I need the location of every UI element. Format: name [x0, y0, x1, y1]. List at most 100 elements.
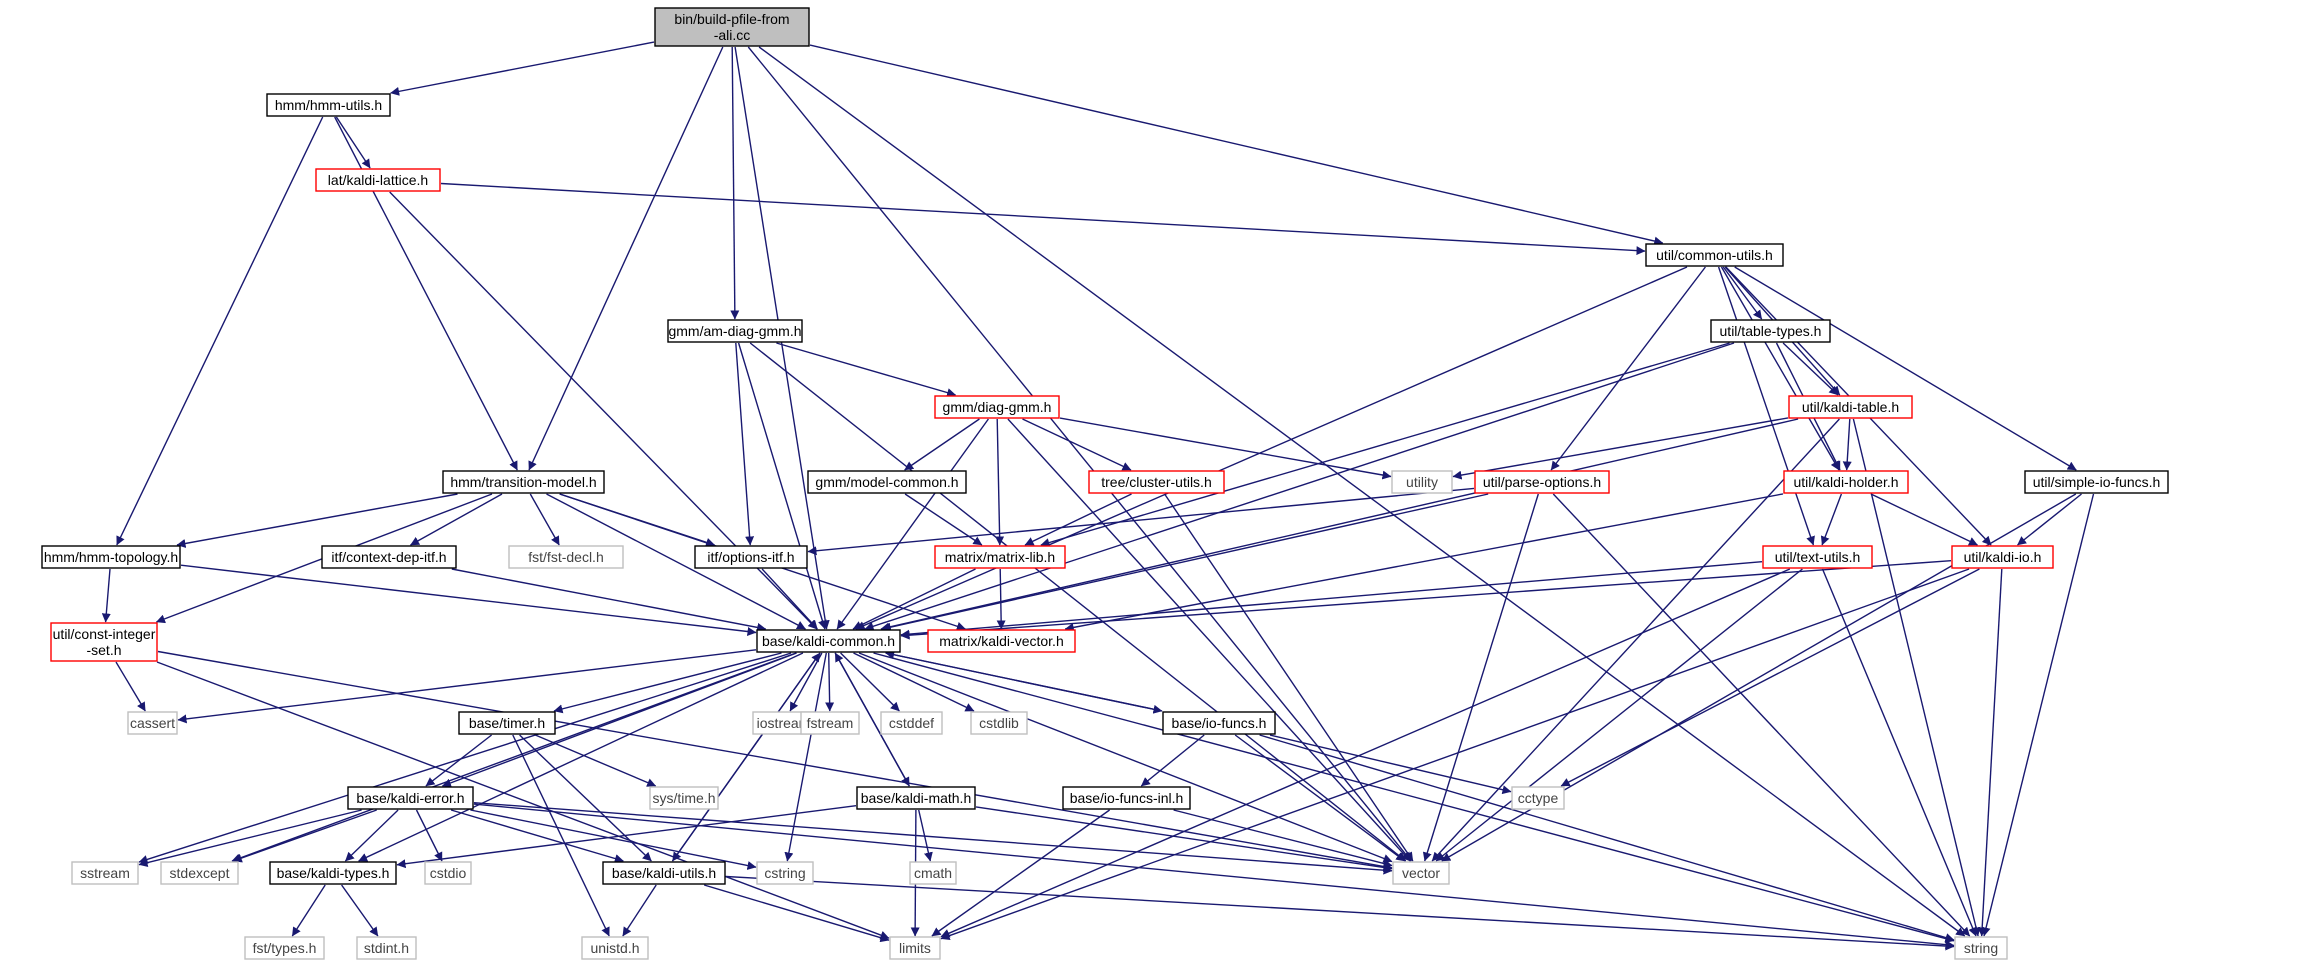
node-label: string	[1964, 940, 1998, 956]
node-label: util/kaldi-holder.h	[1793, 474, 1898, 490]
node-box	[1710, 319, 1831, 343]
node-box	[1062, 786, 1191, 810]
node-diag-gmm[interactable]: gmm/diag-gmm.h	[934, 395, 1060, 419]
node-io-funcs-inl[interactable]: base/io-funcs-inl.h	[1062, 786, 1191, 810]
edge-diag_gmm-to-vector	[1007, 418, 1411, 862]
node-hmm-topology[interactable]: hmm/hmm-topology.h	[41, 545, 181, 569]
node-label: iostream	[757, 715, 811, 731]
node-box	[581, 936, 649, 960]
edge-kaldi_holder-to-text_utils	[1820, 493, 1843, 546]
edge-kaldi_common-to-iostream	[789, 652, 823, 712]
node-cstdio: cstdio	[424, 861, 472, 885]
node-kaldi-io[interactable]: util/kaldi-io.h	[1951, 545, 2054, 569]
edge-kaldi_utils-to-string	[725, 875, 1955, 951]
edge-cluster_utils-to-vector	[1164, 493, 1414, 862]
edge-kaldi_common-to-cstddef	[840, 652, 900, 712]
node-kaldi-common[interactable]: base/kaldi-common.h	[756, 629, 901, 653]
node-box	[800, 711, 860, 735]
node-label: util/simple-io-funcs.h	[2033, 474, 2161, 490]
edge-diag_gmm-to-matrix_lib	[995, 418, 1005, 546]
node-cctype: cctype	[1511, 786, 1565, 810]
node-box	[458, 711, 556, 735]
edge-transition_model-to-context_dep_itf	[410, 493, 503, 546]
edge-text_utils-to-string	[1821, 568, 1977, 937]
node-label: cctype	[1518, 790, 1559, 806]
edge-kaldi_lattice-to-common_utils	[440, 182, 1646, 256]
edge-kaldi_common-to-fstream	[825, 652, 835, 712]
node-transition-model[interactable]: hmm/transition-model.h	[442, 470, 605, 494]
node-am-diag-gmm[interactable]: gmm/am-diag-gmm.h	[667, 319, 803, 343]
node-label: utility	[1406, 474, 1438, 490]
node-box	[1474, 470, 1610, 494]
node-table-types[interactable]: util/table-types.h	[1710, 319, 1831, 343]
edge-const_integer_set-to-vector	[157, 650, 1393, 871]
node-simple-io-funcs[interactable]: util/simple-io-funcs.h	[2024, 470, 2169, 494]
node-box	[602, 861, 726, 885]
node-label: base/kaldi-utils.h	[612, 865, 716, 881]
edge-root-to-transition_model	[528, 46, 724, 471]
edge-root-to-common_utils	[809, 44, 1664, 246]
edge-kaldi_error-to-vector	[473, 802, 1393, 875]
node-box	[508, 545, 624, 569]
edge-am_diag_gmm-to-options_itf	[735, 342, 755, 546]
node-common-utils[interactable]: util/common-utils.h	[1645, 243, 1784, 267]
node-label: cstring	[764, 865, 805, 881]
node-box	[1391, 470, 1453, 494]
edge-am_diag_gmm-to-kaldi_common	[737, 342, 827, 630]
edge-kaldi_error-to-kaldi_utils	[450, 809, 624, 863]
node-context-dep-itf[interactable]: itf/context-dep-itf.h	[321, 545, 457, 569]
node-box	[1088, 470, 1225, 494]
node-cluster-utils[interactable]: tree/cluster-utils.h	[1088, 470, 1225, 494]
node-kaldi-table[interactable]: util/kaldi-table.h	[1788, 395, 1913, 419]
node-box	[321, 545, 457, 569]
edge-parse_options-to-vector	[1422, 493, 1539, 862]
edge-root-to-string	[758, 46, 1966, 937]
node-options-itf[interactable]: itf/options-itf.h	[694, 545, 808, 569]
node-model-common[interactable]: gmm/model-common.h	[807, 470, 967, 494]
node-const-integer-set[interactable]: util/const-integer-set.h	[50, 622, 158, 662]
node-label: -set.h	[86, 642, 121, 658]
node-kaldi-error[interactable]: base/kaldi-error.h	[347, 786, 474, 810]
node-limits: limits	[889, 936, 941, 960]
node-label: util/parse-options.h	[1483, 474, 1601, 490]
node-cassert: cassert	[127, 711, 178, 735]
node-root[interactable]: bin/build-pfile-from-ali.cc	[654, 7, 810, 47]
edge-common_utils-to-kaldi_common	[855, 266, 1688, 630]
node-kaldi-vector[interactable]: matrix/kaldi-vector.h	[927, 629, 1076, 653]
node-timer[interactable]: base/timer.h	[458, 711, 556, 735]
node-kaldi-math[interactable]: base/kaldi-math.h	[856, 786, 976, 810]
edge-parse_options-to-options_itf	[807, 487, 1475, 556]
node-hmm-utils[interactable]: hmm/hmm-utils.h	[266, 93, 391, 117]
node-kaldi-lattice[interactable]: lat/kaldi-lattice.h	[315, 168, 441, 192]
edge-text_utils-to-kaldi_common	[900, 561, 1763, 639]
edge-diag_gmm-to-utility	[1059, 417, 1392, 480]
node-parse-options[interactable]: util/parse-options.h	[1474, 470, 1610, 494]
node-box	[442, 470, 605, 494]
edge-kaldi_common-to-stdexcept	[231, 652, 797, 863]
node-kaldi-types[interactable]: base/kaldi-types.h	[269, 861, 397, 885]
node-label: util/table-types.h	[1720, 323, 1822, 339]
node-label: itf/context-dep-itf.h	[331, 549, 446, 565]
node-text-utils[interactable]: util/text-utils.h	[1762, 545, 1873, 569]
edge-const_integer_set-to-cassert	[115, 661, 146, 712]
node-sys-time: sys/time.h	[649, 786, 719, 810]
edge-kaldi_table-to-vector	[1431, 418, 1840, 862]
node-vector: vector	[1392, 861, 1450, 885]
node-box	[356, 936, 417, 960]
node-io-funcs[interactable]: base/io-funcs.h	[1162, 711, 1276, 735]
edge-root-to-vector	[747, 46, 1412, 862]
edge-options_itf-to-kaldi_common	[761, 568, 818, 630]
edge-kaldi_error-to-string	[473, 803, 1955, 950]
node-matrix-lib[interactable]: matrix/matrix-lib.h	[934, 545, 1066, 569]
node-label: sys/time.h	[652, 790, 715, 806]
edge-transition_model-to-hmm_topology	[176, 493, 458, 548]
edge-diag_gmm-to-model_common	[904, 418, 980, 471]
node-box	[909, 861, 957, 885]
node-box	[856, 786, 976, 810]
edge-io_funcs-to-io_funcs_inl	[1140, 734, 1205, 787]
node-kaldi-utils[interactable]: base/kaldi-utils.h	[602, 861, 726, 885]
node-box	[424, 861, 472, 885]
edge-root-to-hmm_utils	[390, 41, 655, 96]
node-kaldi-holder[interactable]: util/kaldi-holder.h	[1783, 470, 1909, 494]
node-box	[934, 545, 1066, 569]
